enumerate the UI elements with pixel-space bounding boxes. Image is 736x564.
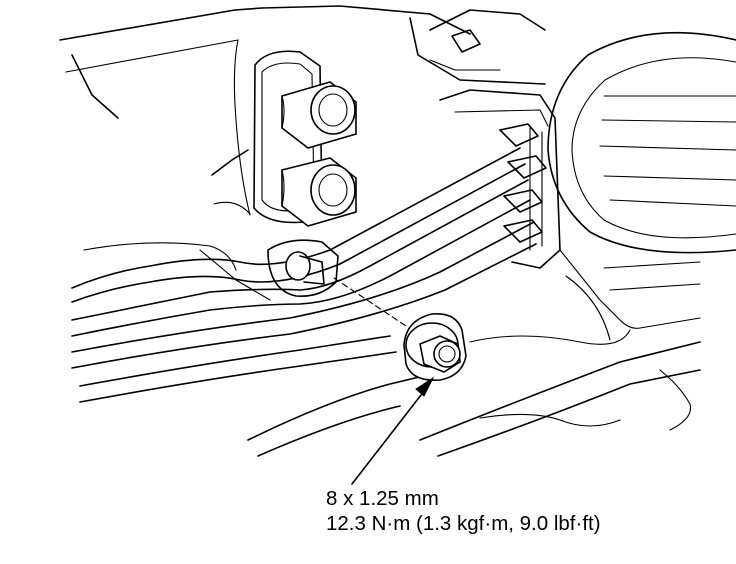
upper-bracket xyxy=(409,9,546,85)
large-round-component xyxy=(547,31,736,254)
mounting-stud xyxy=(267,239,431,343)
lower-tube-end xyxy=(310,164,356,216)
connector-block xyxy=(439,89,561,269)
bolt-spec-callout: 8 x 1.25 mm 12.3 N·m (1.3 kgf·m, 9.0 lbf… xyxy=(326,486,601,536)
flange-bolt xyxy=(403,313,467,381)
bolt-size-label: 8 x 1.25 mm xyxy=(326,487,439,510)
bolt-icon xyxy=(433,340,461,368)
tube-fitting-pair xyxy=(253,50,357,227)
torque-spec-label: 12.3 N·m (1.3 kgf·m, 9.0 lbf·ft) xyxy=(326,512,601,535)
lower-housing xyxy=(247,249,701,457)
leader-arrow xyxy=(351,376,435,485)
housing-outline xyxy=(59,5,471,216)
upper-tube-end xyxy=(310,85,356,135)
